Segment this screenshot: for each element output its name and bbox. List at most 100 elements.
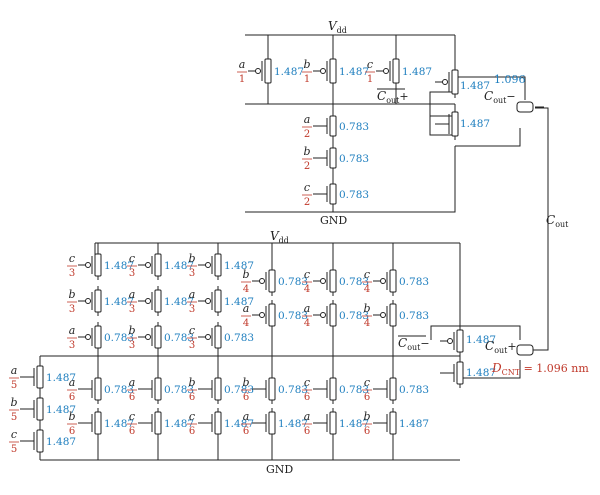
bottom-pulldown-pair4-2-width: 1.487 — [278, 418, 308, 430]
top-inv-width-1: 1.487 — [460, 80, 490, 92]
bottom-pulldown-pair1-2: b61.487 — [67, 408, 134, 438]
bottom-pullup-col3-1-width: 1.487 — [224, 260, 254, 272]
svg-text:Vdd: Vdd — [328, 19, 347, 35]
bottom-pullup-pair2-1-index: 4 — [304, 284, 310, 295]
bottom-pullup-pair3-1-gate-letter: c — [364, 268, 370, 281]
bottom-pullup-col3-3: c30.783 — [187, 322, 254, 352]
bottom-pullup-pair1-2-index: 4 — [243, 318, 249, 329]
bottom-pullup-pair1-2: a40.783 — [241, 300, 308, 330]
top-pulldown-3-gate-letter: c — [304, 181, 310, 194]
bottom-pullup-col2-1-index: 3 — [129, 268, 135, 279]
bottom-pulldown-pair1-1-width: 0.783 — [104, 384, 134, 396]
top-pulldown-1-width: 0.783 — [339, 121, 369, 133]
bottom-pulldown-pair1-2-gate-letter: b — [68, 410, 75, 423]
bottom-pulldown-left-3-width: 1.487 — [46, 436, 76, 448]
top-gnd-label: GND — [320, 214, 347, 227]
bottom-pulldown-left-3: c51.487 — [9, 426, 76, 456]
bottom-pullup-pair1-1-width: 0.783 — [278, 276, 308, 288]
bottom-pullup-col2-2-index: 3 — [129, 304, 135, 315]
bottom-vdd-label: Vdd — [270, 229, 289, 245]
top-pulldown-2-gate-letter: b — [303, 145, 310, 158]
top-pullup-2-width: 1.487 — [339, 66, 369, 78]
bottom-pulldown-pair5-1-index: 6 — [304, 392, 310, 403]
top-pullup-3-width: 1.487 — [402, 66, 432, 78]
bottom-pullup-pair3-2-gate-letter: b — [363, 302, 370, 315]
bottom-pulldown-pair5-2: a61.487 — [302, 408, 369, 438]
bottom-pullup-col1-1-gate-letter: c — [69, 252, 75, 265]
top-pullup-2: b11.487 — [302, 55, 369, 87]
bottom-pullup-col3-3-index: 3 — [189, 340, 195, 351]
bottom-pullup-pair2-1-gate-letter: c — [304, 268, 310, 281]
bottom-pulldown-pair3-1: b60.783 — [187, 374, 254, 404]
vdd-main: V — [328, 19, 338, 33]
bottom-pulldown-pair2-2-gate-letter: c — [129, 410, 135, 423]
bottom-pulldown-left-2-index: 5 — [11, 412, 17, 423]
bottom-pullup-col3-2-gate-letter: a — [189, 288, 196, 301]
bottom-pulldown-pair2-1-gate-letter: a — [129, 376, 136, 389]
cout-bar-top: Cout+ — [377, 89, 409, 105]
bottom-pullup-col3-1-gate-letter: b — [188, 252, 195, 265]
top-vdd-label: Vdd — [328, 19, 347, 35]
bottom-pullup-col3-2: a 3 1.487 — [187, 286, 254, 316]
bottom-pulldown-pair6-1-index: 6 — [364, 392, 370, 403]
bottom-pullup-pair2-2-index: 4 — [304, 318, 310, 329]
bottom-pullup-col1-3-gate-letter: a — [69, 324, 76, 337]
bottom-pulldown-pair5-1-gate-letter: c — [304, 376, 310, 389]
bottom-pulldown-pair1-1: a 60.783 — [67, 374, 134, 404]
bottom-pulldown-pair2-1-width: 0.783 — [164, 384, 194, 396]
gnd-top: GND — [320, 214, 347, 227]
vdd-sub: dd — [337, 26, 347, 35]
bottom-pullup-col2-2-gate-letter: a — [129, 288, 136, 301]
bottom-pullup-col2-2: a31.487 — [127, 286, 194, 316]
bottom-pulldown-pair3-2-gate-letter: c — [189, 410, 195, 423]
bottom-pulldown-pair6-2-gate-letter: b — [363, 410, 370, 423]
bottom-pullup-pair1-1-gate-letter: b — [242, 268, 249, 281]
bottom-pulldown-pair3-2-width: 1.487 — [224, 418, 254, 430]
bottom-pulldown-pair2-1-index: 6 — [129, 392, 135, 403]
bottom-pullup-col3-2-width: 1.487 — [224, 296, 254, 308]
vdd-sub-b: dd — [279, 236, 289, 245]
bottom-pullup-pair3-2: b40.783 — [362, 300, 429, 330]
bottom-pulldown-pair2-2-width: 1.487 — [164, 418, 194, 430]
bottom-pullup-pair2-2: a40.783 — [302, 300, 369, 330]
bottom-pullup-pair1-1-index: 4 — [243, 284, 249, 295]
bottom-pulldown-pair6-2-width: 1.487 — [399, 418, 429, 430]
bottom-pullup-col3-2-index: 3 — [189, 304, 195, 315]
top-pullup-3: c11.487 — [365, 55, 432, 87]
bottom-pulldown-pair2-2-index: 6 — [129, 426, 135, 437]
vdd-main-b: V — [270, 229, 280, 243]
bottom-pulldown-pair6-1-gate-letter: c — [364, 376, 370, 389]
top-inv-p — [435, 66, 459, 98]
top-pulldown-3: c20.783 — [302, 180, 369, 208]
bottom-pullup-pair1-2-width: 0.783 — [278, 310, 308, 322]
bottom-pulldown-pair4-2-gate-letter: a — [243, 410, 250, 423]
top-pulldown-2-width: 0.783 — [339, 153, 369, 165]
bottom-pulldown-left-1-index: 5 — [11, 380, 17, 391]
cout-minus-top: Cout− — [484, 89, 516, 105]
top-pullup-2-index: 1 — [304, 74, 310, 85]
bottom-gnd-label: GND — [266, 463, 293, 476]
bottom-pullup-pair1-2-gate-letter: a — [243, 302, 250, 315]
bottom-pulldown-pair4-2: a61.487 — [241, 408, 308, 438]
bottom-pullup-col1-2-width: 1.487 — [104, 296, 134, 308]
bottom-pulldown-left-1: a51.487 — [9, 362, 76, 392]
bottom-inv-n — [440, 358, 464, 388]
bottom-pulldown-left-1-gate-letter: a — [11, 364, 18, 377]
bottom-pullup-pair2-2-gate-letter: a — [304, 302, 311, 315]
bottom-pullup-pair3-2-index: 4 — [364, 318, 370, 329]
bottom-pullup-col1-2: b31.487 — [67, 286, 134, 316]
bottom-pullup-col2-2-width: 1.487 — [164, 296, 194, 308]
top-inv-width-2: 1.487 — [460, 118, 490, 130]
top-pullup-1: a11.487 — [237, 55, 304, 87]
bottom-pulldown-pair1-1-gate-letter: a — [69, 376, 76, 389]
bottom-pullup-col2-3-gate-letter: b — [128, 324, 135, 337]
bottom-pulldown-left-3-index: 5 — [11, 444, 17, 455]
cout-bar-bottom: Cout− — [398, 336, 430, 352]
bottom-pulldown-pair6-2-index: 6 — [364, 426, 370, 437]
bottom-pullup-pair3-1: c40.783 — [362, 266, 429, 296]
bottom-pulldown-left-2-gate-letter: b — [10, 396, 17, 409]
bottom-pulldown-pair4-1-index: 6 — [243, 392, 249, 403]
bottom-pullup-col1-1: c31.487 — [67, 250, 134, 280]
